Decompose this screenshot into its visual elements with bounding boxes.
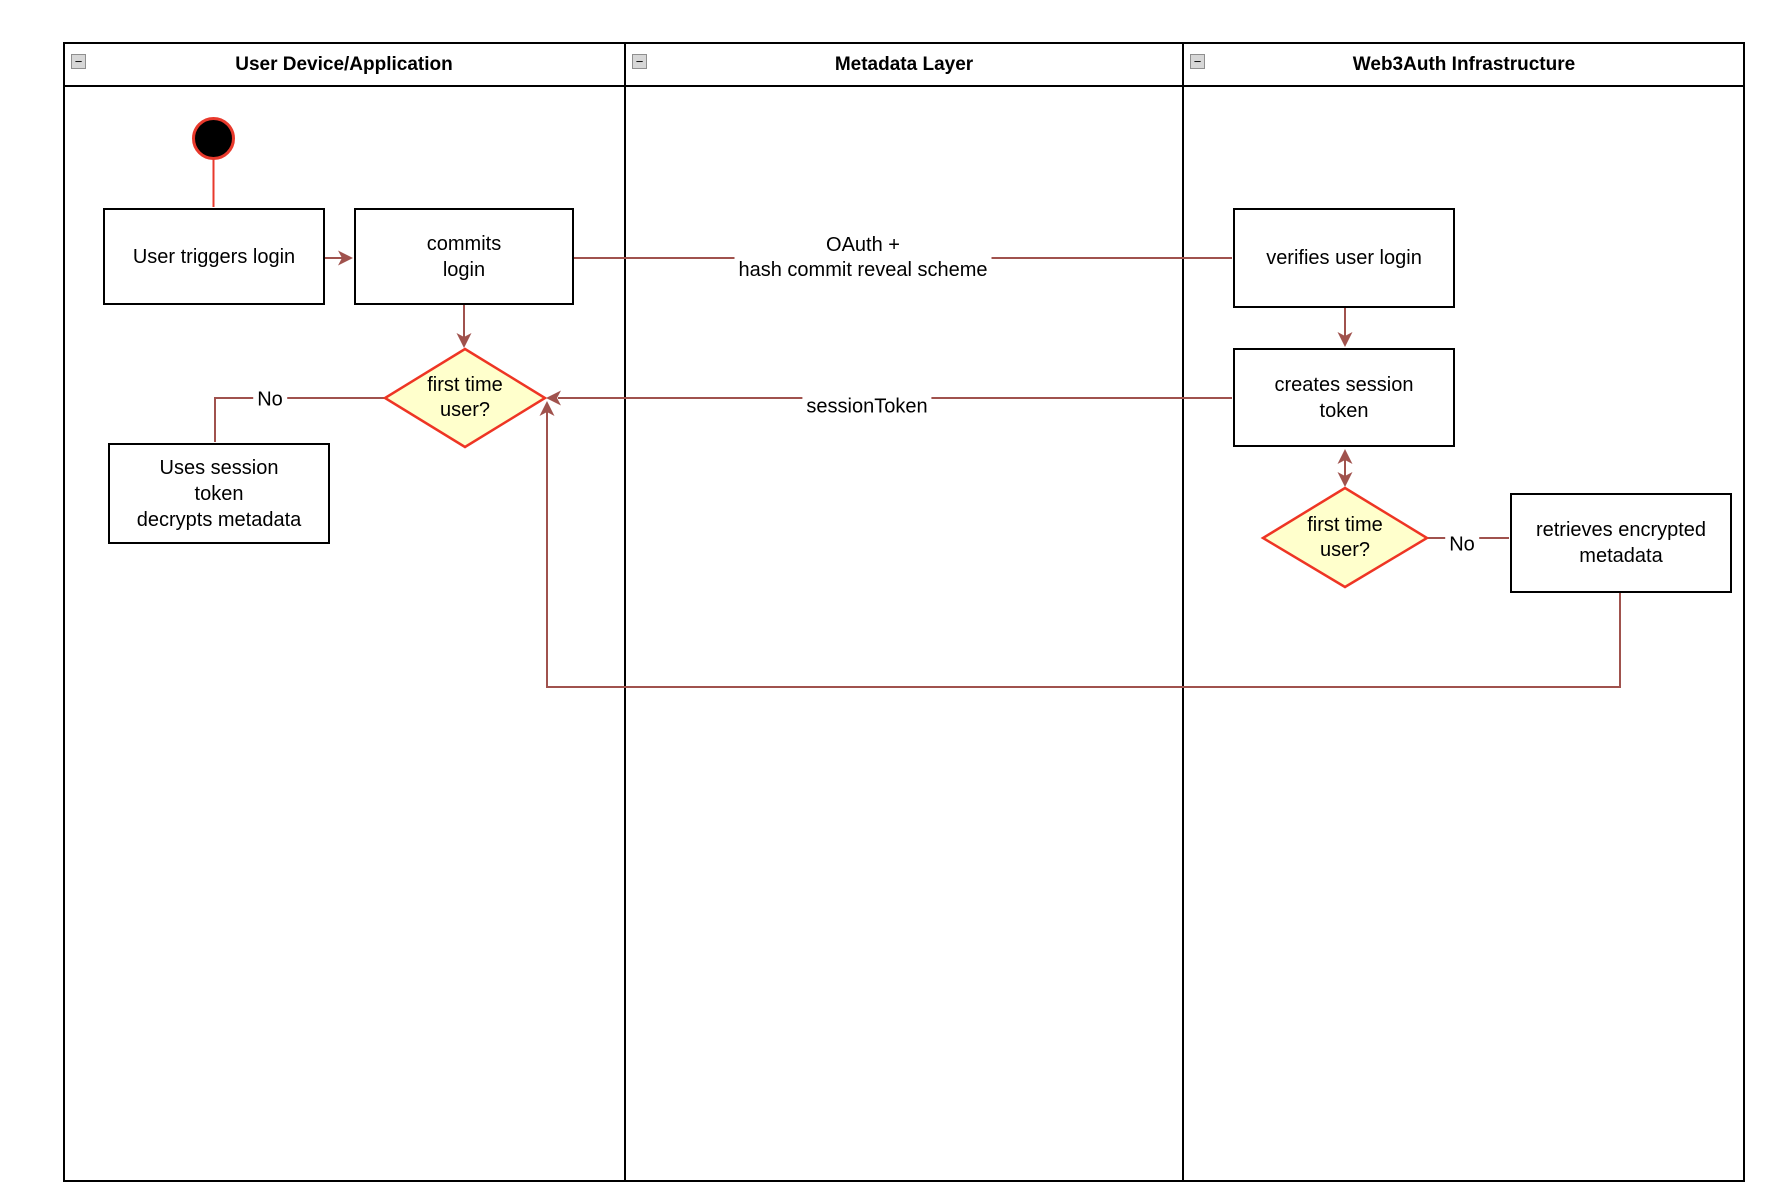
lane-title-metadata-layer: Metadata Layer	[834, 54, 974, 75]
activity-user-triggers-login[interactable]: User triggers login	[103, 208, 325, 305]
activity-creates-session-token[interactable]: creates session token	[1233, 348, 1455, 447]
edge-label-oauth: OAuth + hash commit reveal scheme	[734, 233, 992, 283]
decision-label-2: first time user?	[1307, 514, 1383, 561]
activity-uses-session-token[interactable]: Uses session token decrypts metadata	[108, 443, 330, 544]
start-node[interactable]	[192, 117, 235, 160]
collapse-button-lane-3[interactable]: −	[1190, 54, 1205, 69]
activity-verifies-user-login[interactable]: verifies user login	[1233, 208, 1455, 308]
edge-no-to-uses-session	[214, 397, 385, 442]
arrowhead-right-commits	[338, 250, 353, 266]
arrowhead-up-decision1	[539, 401, 555, 416]
lane-title-web3auth-infrastructure: Web3Auth Infrastructure	[1352, 54, 1576, 75]
activity-retrieves-encrypted-metadata[interactable]: retrieves encrypted metadata	[1510, 493, 1732, 593]
minus-icon: −	[74, 54, 83, 69]
lane-header-divider	[63, 85, 1745, 87]
decision-first-time-user-2[interactable]	[1260, 486, 1430, 589]
swimlane-pool	[63, 42, 1745, 1182]
arrowhead-down-creates	[1337, 332, 1353, 347]
minus-icon: −	[635, 54, 644, 69]
arrowhead-down-decision2	[1337, 472, 1353, 487]
lane-divider-2	[1182, 42, 1184, 1182]
minus-icon: −	[1193, 54, 1202, 69]
edge-retrieves-return-to-decision1	[546, 412, 1621, 688]
edge-label-session-token: sessionToken	[802, 394, 932, 420]
decision-label-1: first time user?	[427, 374, 503, 421]
edge-label-no-right: No	[1445, 532, 1479, 558]
arrowhead-down-decision1	[456, 333, 472, 348]
lane-title-user-device: User Device/Application	[235, 54, 453, 75]
edge-label-no-left: No	[253, 387, 287, 413]
lane-divider-1	[624, 42, 626, 1182]
arrowhead-left-decision1	[546, 390, 561, 406]
decision-first-time-user-1[interactable]	[382, 347, 548, 449]
collapse-button-lane-2[interactable]: −	[632, 54, 647, 69]
activity-commits-login[interactable]: commits login	[354, 208, 574, 305]
collapse-button-lane-1[interactable]: −	[71, 54, 86, 69]
arrowhead-up-creates	[1337, 449, 1353, 464]
